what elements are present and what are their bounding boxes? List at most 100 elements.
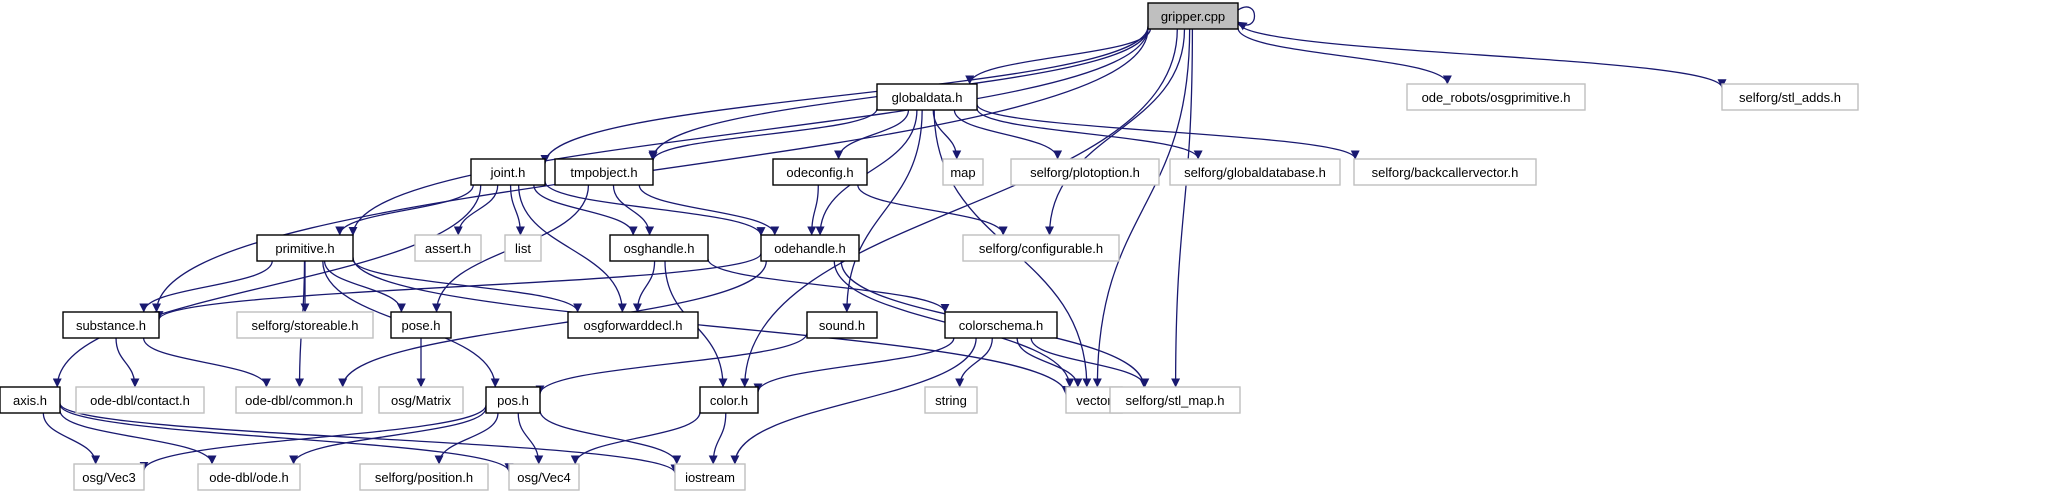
node-label: axis.h [13,393,47,408]
edge-tmpobject-h-to-odehandle-h [638,184,780,236]
node-label: assert.h [425,241,471,256]
node-box [760,234,860,262]
edge-line [648,108,878,162]
edge-joint-h-to-osghandle-h [533,184,638,236]
node-primitive-h: primitive.h [256,234,354,262]
edge-line [976,103,1360,160]
node-gripper-cpp: gripper.cpp [1147,2,1239,30]
edge-substance-h-to-ode-dbl-contact-h [115,337,140,388]
node-label: selforg/globaldatabase.h [1184,165,1326,180]
node-osghandle-h: osghandle.h [609,234,709,262]
edge-line [1171,28,1194,388]
node-selforg-globaldatabase-h: selforg/globaldatabase.h [1169,158,1341,186]
node-box [609,234,709,262]
node-selforg-position-h: selforg/position.h [359,463,489,491]
edge-odehandle-h-to-substance-h [154,253,762,321]
edge-line [1016,337,1083,388]
edge-line [638,184,780,236]
node-ode-dbl-ode-h: ode-dbl/ode.h [197,463,301,491]
node-label: color.h [710,393,748,408]
node-osg-vec4: osg/Vec4 [508,463,580,491]
edge-odeconfig-h-to-odehandle-h [807,184,819,236]
edge-axis-h-to-osg-vec3 [42,412,101,465]
edge-line [965,28,1151,85]
node-box [1721,83,1859,111]
node-label: iostream [685,470,735,485]
node-label: tmpobject.h [570,165,637,180]
edge-line [517,412,544,465]
edge-line [1237,21,1727,89]
edge-line [453,184,499,236]
node-box [567,311,699,339]
node-box [1147,2,1239,30]
node-label: map [950,165,975,180]
edge-color-h-to-iostream [708,412,727,465]
edge-line [533,184,638,236]
node-box [699,386,759,414]
node-label: selforg/backcallervector.h [1372,165,1519,180]
edge-line [142,337,271,388]
node-ode-dbl-contact-h: ode-dbl/contact.h [75,386,205,414]
node-ode-dbl-common-h: ode-dbl/common.h [235,386,363,414]
node-osg-vec3: osg/Vec3 [73,463,145,491]
node-label: osg/Vec4 [517,470,571,485]
edges [42,6,1727,474]
node-label: ode-dbl/ode.h [209,470,289,485]
node-label: gripper.cpp [1161,9,1225,24]
edge-line [834,109,910,160]
edge-line [154,253,762,321]
node-osgforwarddecl-h: osgforwarddecl.h [567,311,699,339]
node-label: vector [1076,393,1112,408]
node-box [508,463,580,491]
node-box [256,234,354,262]
node-label: ode_robots/osgprimitive.h [1422,90,1571,105]
edge-line [434,412,499,465]
edge-tmpobject-h-to-osghandle-h [612,184,655,236]
edge-gripper-cpp-to-selforg-configurable-h [1045,28,1186,236]
node-box [1353,158,1537,186]
node-substance-h: substance.h [62,311,160,339]
edge-globaldata-h-to-map [932,109,962,160]
edge-colorschema-h-to-selforg-stl-map-h [1030,337,1150,388]
edge-colorschema-h-to-iostream [730,337,977,465]
edge-gripper-cpp-to-color-h [740,28,1178,388]
edge-line [139,260,273,313]
edge-joint-h-to-axis-h [52,184,482,388]
edge-line [323,260,406,313]
edge-globaldata-h-to-selforg-backcallervector-h [976,103,1360,160]
edge-line [707,258,950,313]
node-assert-h: assert.h [414,234,482,262]
node-iostream: iostream [674,463,746,491]
node-box [235,386,363,414]
node-axis-h: axis.h [0,386,61,414]
edge-pos-h-to-osg-vec4 [517,412,544,465]
node-label: primitive.h [275,241,334,256]
node-box [942,158,984,186]
node-label: sound.h [819,318,865,333]
edge-line [857,184,1008,236]
node-pose-h: pose.h [390,311,452,339]
edge-joint-h-to-assert-h [453,184,499,236]
node-box [75,386,205,414]
edge-pos-h-to-selforg-position-h [434,412,499,465]
node-box [414,234,482,262]
node-label: ode-dbl/common.h [245,393,353,408]
edge-line [1030,337,1150,388]
edge-line [570,411,701,465]
edge-line [115,337,140,388]
node-joint-h: joint.h [470,158,546,186]
edge-colorschema-h-to-string [955,337,993,388]
edge-pos-h-to-osg-vec3 [139,404,487,471]
edge-line [955,337,993,388]
edge-gripper-cpp-to-gripper-cpp [1237,6,1256,31]
edge-joint-h-to-odehandle-h [544,181,766,237]
edge-line [338,260,767,388]
edge-gripper-cpp-to-globaldata-h [965,28,1151,85]
edge-odeconfig-h-to-selforg-configurable-h [857,184,1008,236]
edge-line [1045,28,1186,236]
edge-pos-h-to-iostream [539,410,682,465]
edge-line [1092,28,1191,388]
edge-line [352,257,1071,396]
node-label: selforg/position.h [375,470,473,485]
edge-primitive-h-to-vector [352,257,1071,396]
